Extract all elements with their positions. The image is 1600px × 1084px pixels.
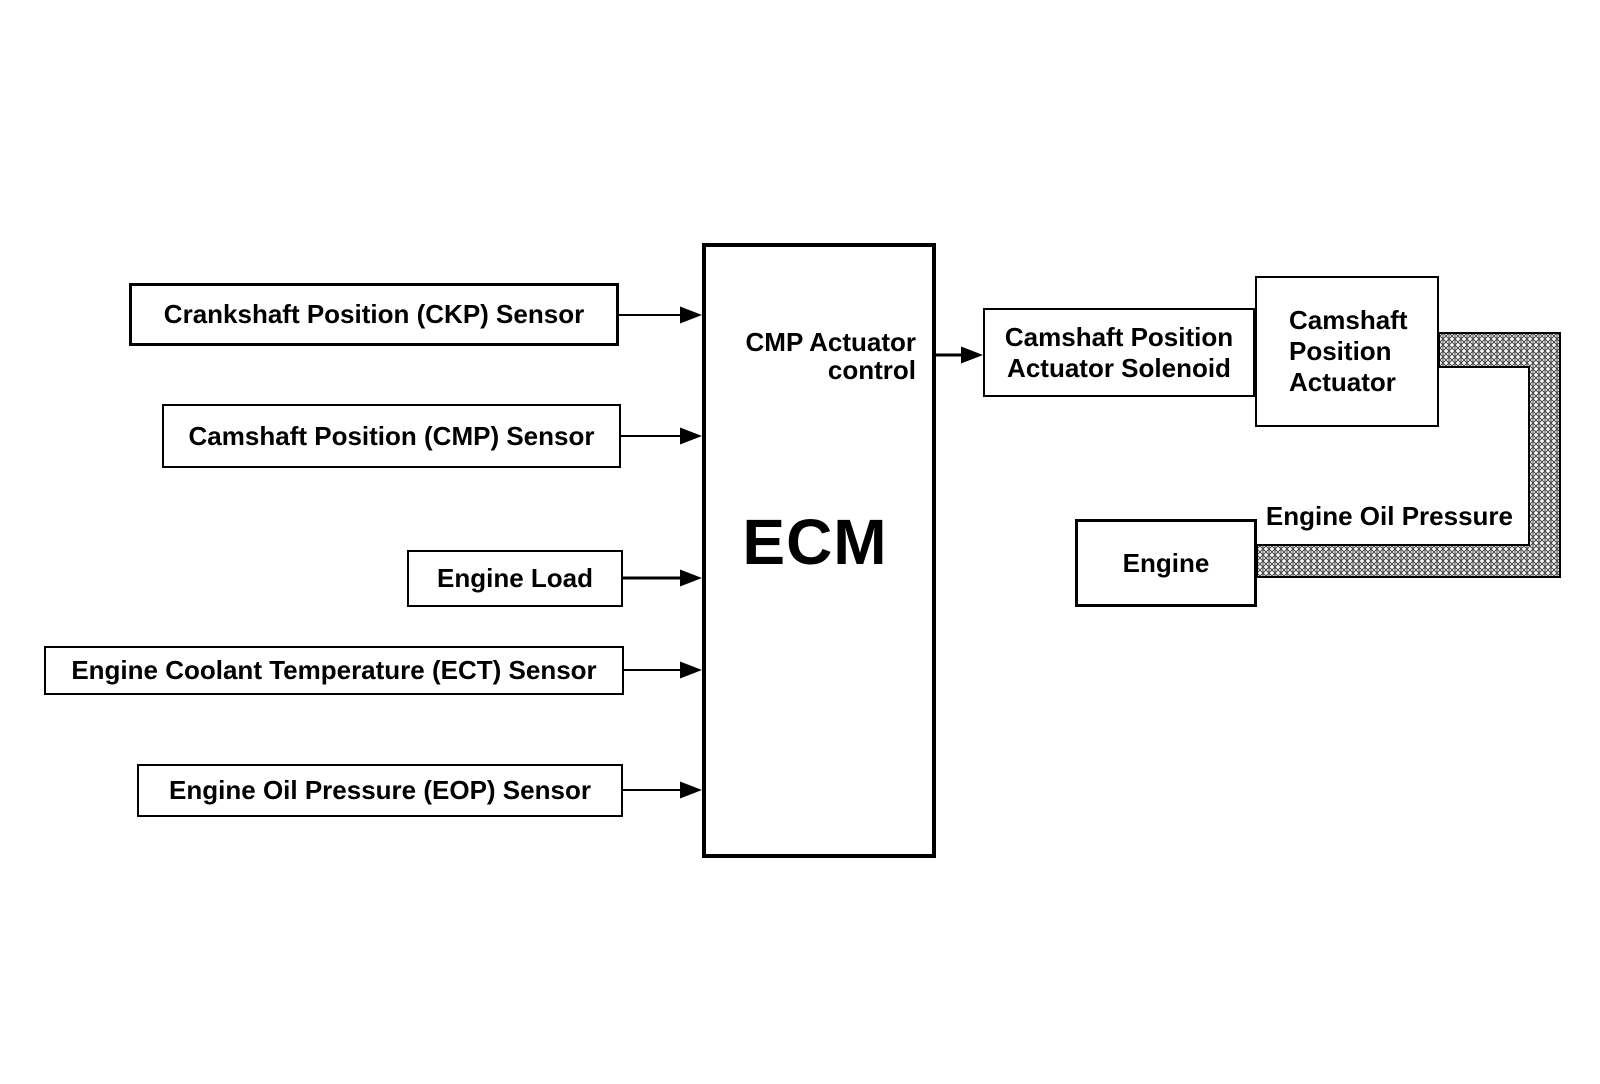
- solenoid-label-line2: Actuator Solenoid: [1007, 352, 1231, 383]
- arrowhead-ckp-icon: [680, 306, 702, 324]
- ckp-sensor-box: Crankshaft Position (CKP) Sensor: [129, 283, 619, 346]
- ecm-title: ECM: [742, 506, 888, 578]
- engine-oil-pressure-label: Engine Oil Pressure: [1265, 501, 1513, 531]
- arrowhead-solenoid-icon: [961, 346, 983, 364]
- arrowhead-cmp-icon: [680, 427, 702, 445]
- cmp-sensor-box: Camshaft Position (CMP) Sensor: [162, 404, 621, 468]
- engine-label: Engine: [1122, 547, 1210, 578]
- arrowhead-load-icon: [680, 569, 702, 587]
- camshaft-position-actuator-box: Camshaft Position Actuator: [1255, 276, 1439, 427]
- eop-sensor-box: Engine Oil Pressure (EOP) Sensor: [137, 764, 623, 817]
- cmp-actuator-control-label: CMP Actuator control: [745, 327, 916, 385]
- arrowhead-ect-icon: [680, 661, 702, 679]
- engine-load-label: Engine Load: [437, 563, 593, 593]
- oil-pressure-pipe: [1256, 332, 1561, 578]
- actuator-label-line1: Camshaft: [1289, 305, 1408, 335]
- solenoid-label-line1: Camshaft Position: [1004, 321, 1234, 352]
- engine-box: Engine: [1075, 519, 1257, 607]
- cmp-sensor-label: Camshaft Position (CMP) Sensor: [188, 420, 595, 451]
- ecm-box: CMP Actuator control ECM: [702, 243, 936, 858]
- eop-sensor-label: Engine Oil Pressure (EOP) Sensor: [169, 775, 591, 805]
- camshaft-position-actuator-solenoid-box: Camshaft Position Actuator Solenoid: [983, 308, 1255, 397]
- arrowhead-eop-icon: [680, 781, 702, 799]
- actuator-label-line2: Position: [1289, 336, 1392, 366]
- ckp-sensor-label: Crankshaft Position (CKP) Sensor: [163, 299, 585, 329]
- ect-sensor-label: Engine Coolant Temperature (ECT) Sensor: [71, 655, 597, 685]
- ect-sensor-box: Engine Coolant Temperature (ECT) Sensor: [44, 646, 624, 695]
- engine-load-box: Engine Load: [407, 550, 623, 607]
- actuator-label-line3: Actuator: [1289, 367, 1396, 397]
